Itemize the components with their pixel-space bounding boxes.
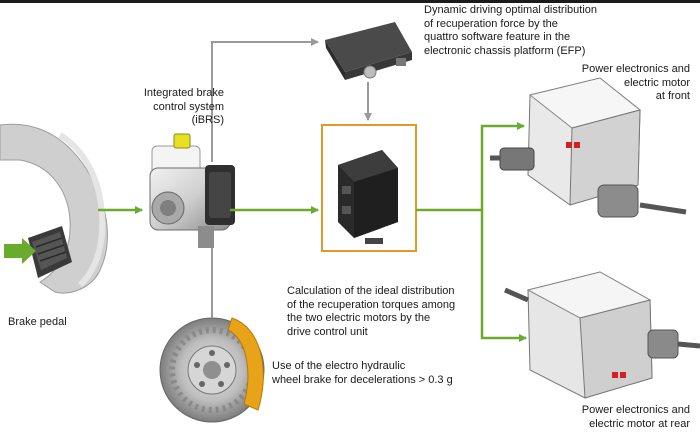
front-motor-illustration (490, 77, 687, 218)
label-motor-rear: Power electronics and electric motor at … (581, 404, 690, 430)
drive-control-unit-illustration (338, 150, 398, 244)
label-efp: Dynamic driving optimal distribution of … (424, 4, 598, 57)
label-calculation: Calculation of the ideal distribution of… (287, 285, 456, 338)
flow-arrows (98, 38, 527, 342)
ibrs-unit-illustration (149, 133, 235, 248)
brake-disc-illustration (159, 317, 265, 423)
label-motor-front: Power electronics and electric motor at … (581, 63, 690, 102)
brake-pedal-illustration (0, 123, 108, 294)
label-brake-pedal: Brake pedal (8, 316, 67, 328)
label-wheel-brake: Use of the electro hydraulic wheel brake… (272, 360, 453, 386)
arrow-dcu-to-front-motor (416, 122, 525, 212)
efp-module-illustration (325, 22, 412, 80)
label-ibrs: Integrated brake control system (iBRS) (143, 87, 224, 126)
arrow-ibrs-to-efp (211, 38, 319, 162)
top-border (0, 0, 700, 3)
rear-motor-illustration (504, 271, 700, 399)
arrow-dcu-to-rear-motor (480, 210, 527, 342)
